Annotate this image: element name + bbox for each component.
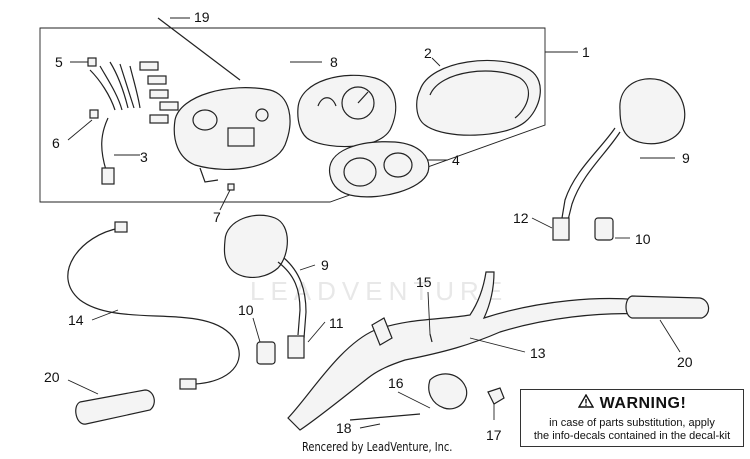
- glass-lens: [416, 59, 541, 136]
- callout-19: 19: [194, 9, 210, 25]
- callout-4: 4: [452, 152, 460, 168]
- callout-10-left: 10: [238, 302, 254, 318]
- leader-lines: [67, 17, 681, 429]
- speedometer-cable: [67, 221, 240, 390]
- dial-face: [297, 74, 397, 148]
- watermark: LEADVENTURE: [250, 276, 509, 306]
- callout-18: 18: [336, 420, 352, 436]
- warning-line-1: in case of parts substitution, apply: [549, 417, 715, 429]
- warning-line-2: the info-decals contained in the decal-k…: [533, 430, 731, 442]
- wiring-harness: [89, 61, 179, 185]
- handlebar: [287, 271, 641, 431]
- callout-9-left: 9: [321, 257, 329, 273]
- callout-1: 1: [582, 44, 590, 60]
- callout-10-right: 10: [635, 231, 651, 247]
- callout-3: 3: [140, 149, 148, 165]
- callout-5: 5: [55, 54, 63, 70]
- grip-right: [625, 295, 710, 319]
- callout-14: 14: [68, 312, 84, 328]
- instrument-housing: [173, 87, 291, 183]
- callout-7: 7: [213, 209, 221, 225]
- callout-2: 2: [424, 45, 432, 61]
- credit-text: Rencered by LeadVenture, Inc.: [302, 440, 453, 454]
- callout-8: 8: [330, 54, 338, 70]
- rubber-cap-left: [256, 341, 276, 365]
- callout-13: 13: [530, 345, 546, 361]
- instrument-group-frame: [39, 27, 546, 203]
- callout-9-right: 9: [682, 150, 690, 166]
- callout-11: 11: [329, 315, 344, 331]
- callout-12: 12: [513, 210, 529, 226]
- callout-15: 15: [416, 274, 432, 290]
- warning-box: WARNING! in case of parts substitution, …: [520, 389, 744, 447]
- mirror-left: [223, 214, 307, 359]
- fasteners: [87, 17, 505, 421]
- cover-ring: [329, 141, 430, 198]
- callout-17: 17: [486, 427, 502, 443]
- callout-20-left: 20: [44, 369, 60, 385]
- warning-title: WARNING!: [521, 393, 743, 413]
- rubber-cap-right: [594, 217, 614, 241]
- callout-20-right: 20: [677, 354, 693, 370]
- callout-16: 16: [388, 375, 404, 391]
- warning-triangle-icon: [577, 393, 594, 413]
- callout-6: 6: [52, 135, 60, 151]
- grip-left: [75, 389, 155, 425]
- mirror-right: [552, 78, 686, 241]
- warning-title-text: WARNING!: [599, 395, 687, 412]
